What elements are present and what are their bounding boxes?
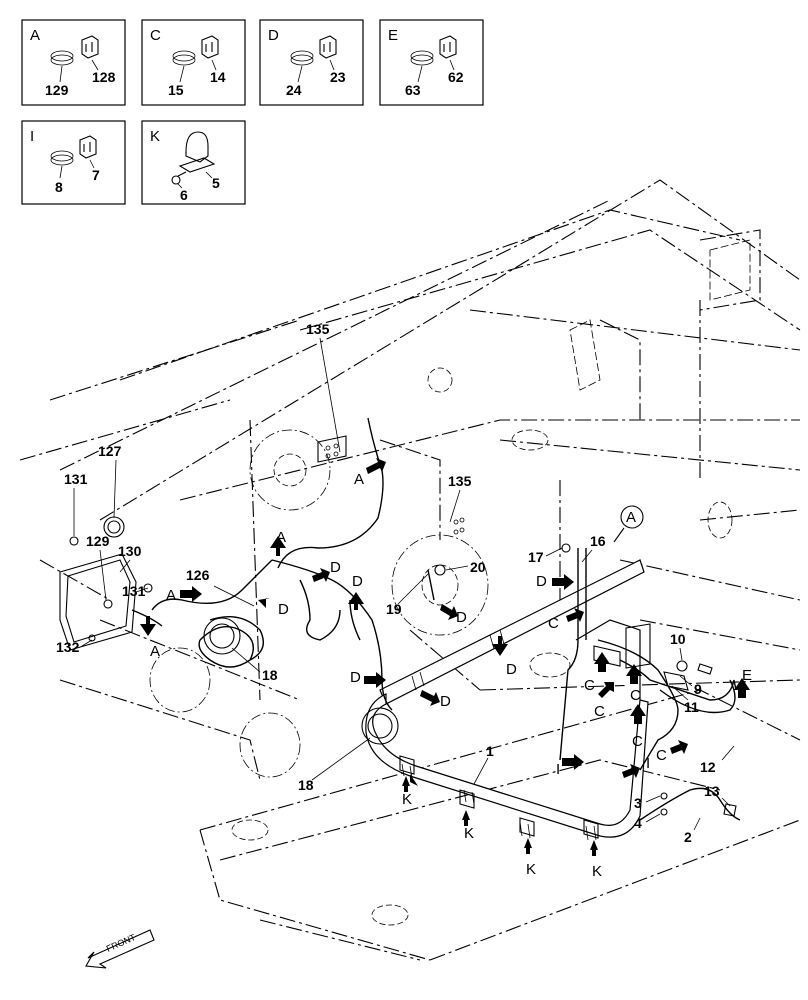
detail-k-letter: K xyxy=(150,128,160,145)
arrow-a-top: A xyxy=(354,471,364,488)
detail-k-part-2: 5 xyxy=(212,175,220,191)
detail-c-part-1: 15 xyxy=(168,82,184,98)
callout-10: 10 xyxy=(670,631,686,647)
detail-e-part-2: 62 xyxy=(448,69,464,85)
callout-126: 126 xyxy=(186,567,210,583)
arrow-d-6: D xyxy=(456,609,467,626)
detail-d-part-1: 24 xyxy=(286,82,302,98)
callout-129: 129 xyxy=(86,533,110,549)
branch-harnesses xyxy=(151,417,741,821)
arrow-d-3: D xyxy=(278,601,289,618)
arrow-a-mid: A xyxy=(276,529,286,546)
detail-i-part-2: 7 xyxy=(92,167,100,183)
detail-i-letter: I xyxy=(30,128,34,145)
arrow-d-2: D xyxy=(352,573,363,590)
arrow-a-left: A xyxy=(166,587,176,604)
frame-features xyxy=(149,239,751,926)
grommets xyxy=(203,617,399,745)
detail-c: C 15 14 xyxy=(141,19,246,106)
arrow-d-1: D xyxy=(330,559,341,576)
arrow-c-6: C xyxy=(656,747,667,764)
callout-16: 16 xyxy=(590,533,606,549)
detail-c-letter: C xyxy=(150,27,161,44)
detail-e-part-1: 63 xyxy=(405,82,421,98)
detail-i-part-1: 8 xyxy=(55,179,63,195)
callout-9: 9 xyxy=(694,681,702,697)
arrow-k-2: K xyxy=(464,825,474,842)
arrow-c-5: C xyxy=(632,733,643,750)
arrow-i-2: I xyxy=(646,755,650,772)
arrow-k-1: K xyxy=(402,791,412,808)
callout-4: 4 xyxy=(634,815,642,831)
arrow-markers: A A A A D D D D D D D D C C C C C C xyxy=(140,458,752,880)
detail-a: A 129 128 xyxy=(21,19,126,106)
callout-19: 19 xyxy=(386,601,402,617)
arrow-c-1: C xyxy=(548,615,559,632)
detail-e: E 63 62 xyxy=(379,19,484,106)
callout-11: 11 xyxy=(684,699,699,715)
circle-ref-letter: A xyxy=(626,509,636,526)
detail-a-part-2: 128 xyxy=(92,69,116,85)
arrow-i-1: I xyxy=(556,761,560,778)
detail-d: D 24 23 xyxy=(259,19,364,106)
callout-1: 1 xyxy=(486,743,494,759)
arrow-e: E xyxy=(742,667,752,684)
callout-18-lower: 18 xyxy=(298,777,314,793)
callout-135-lower: 135 xyxy=(448,473,472,489)
callout-130: 130 xyxy=(118,543,142,559)
callout-135-upper: 135 xyxy=(306,321,330,337)
arrow-a-low: A xyxy=(150,643,160,660)
detail-e-letter: E xyxy=(388,27,398,44)
detail-a-letter: A xyxy=(30,27,40,44)
detail-k: K 6 5 xyxy=(141,120,246,205)
callouts: 135 135 127 131 129 130 131 126 132 18 1… xyxy=(56,321,735,845)
front-indicator: FRONT xyxy=(85,929,155,969)
circle-ref-a: A xyxy=(613,505,644,543)
callout-13: 13 xyxy=(704,783,720,799)
front-label: FRONT xyxy=(105,932,138,954)
detail-d-letter: D xyxy=(268,27,279,44)
callout-12: 12 xyxy=(700,759,716,775)
detail-k-part-1: 6 xyxy=(180,187,188,203)
arrow-d-7: D xyxy=(506,661,517,678)
callout-17: 17 xyxy=(528,549,544,565)
callout-18-upper: 18 xyxy=(262,667,278,683)
callout-20: 20 xyxy=(470,559,486,575)
arrow-k-3: K xyxy=(526,861,536,878)
arrow-d-8: D xyxy=(536,573,547,590)
frame-phantom xyxy=(19,179,801,961)
callout-2: 2 xyxy=(684,829,692,845)
detail-d-part-2: 23 xyxy=(330,69,346,85)
arrow-k-4: K xyxy=(592,863,602,880)
k-clamps xyxy=(399,755,599,839)
arrow-c-4: C xyxy=(630,687,641,704)
callout-131-left: 131 xyxy=(64,471,88,487)
detail-a-part-1: 129 xyxy=(45,82,69,98)
arrow-d-4: D xyxy=(350,669,361,686)
arrow-c-2: C xyxy=(584,677,595,694)
callout-132: 132 xyxy=(56,639,80,655)
callout-131-right: 131 xyxy=(122,583,146,599)
detail-i: I 8 7 xyxy=(21,120,126,205)
callout-3: 3 xyxy=(634,795,642,811)
callout-127: 127 xyxy=(98,443,122,459)
detail-c-part-2: 14 xyxy=(210,69,226,85)
arrow-d-5: D xyxy=(440,693,451,710)
bracket-plates xyxy=(317,435,465,535)
arrow-c-3: C xyxy=(594,703,605,720)
